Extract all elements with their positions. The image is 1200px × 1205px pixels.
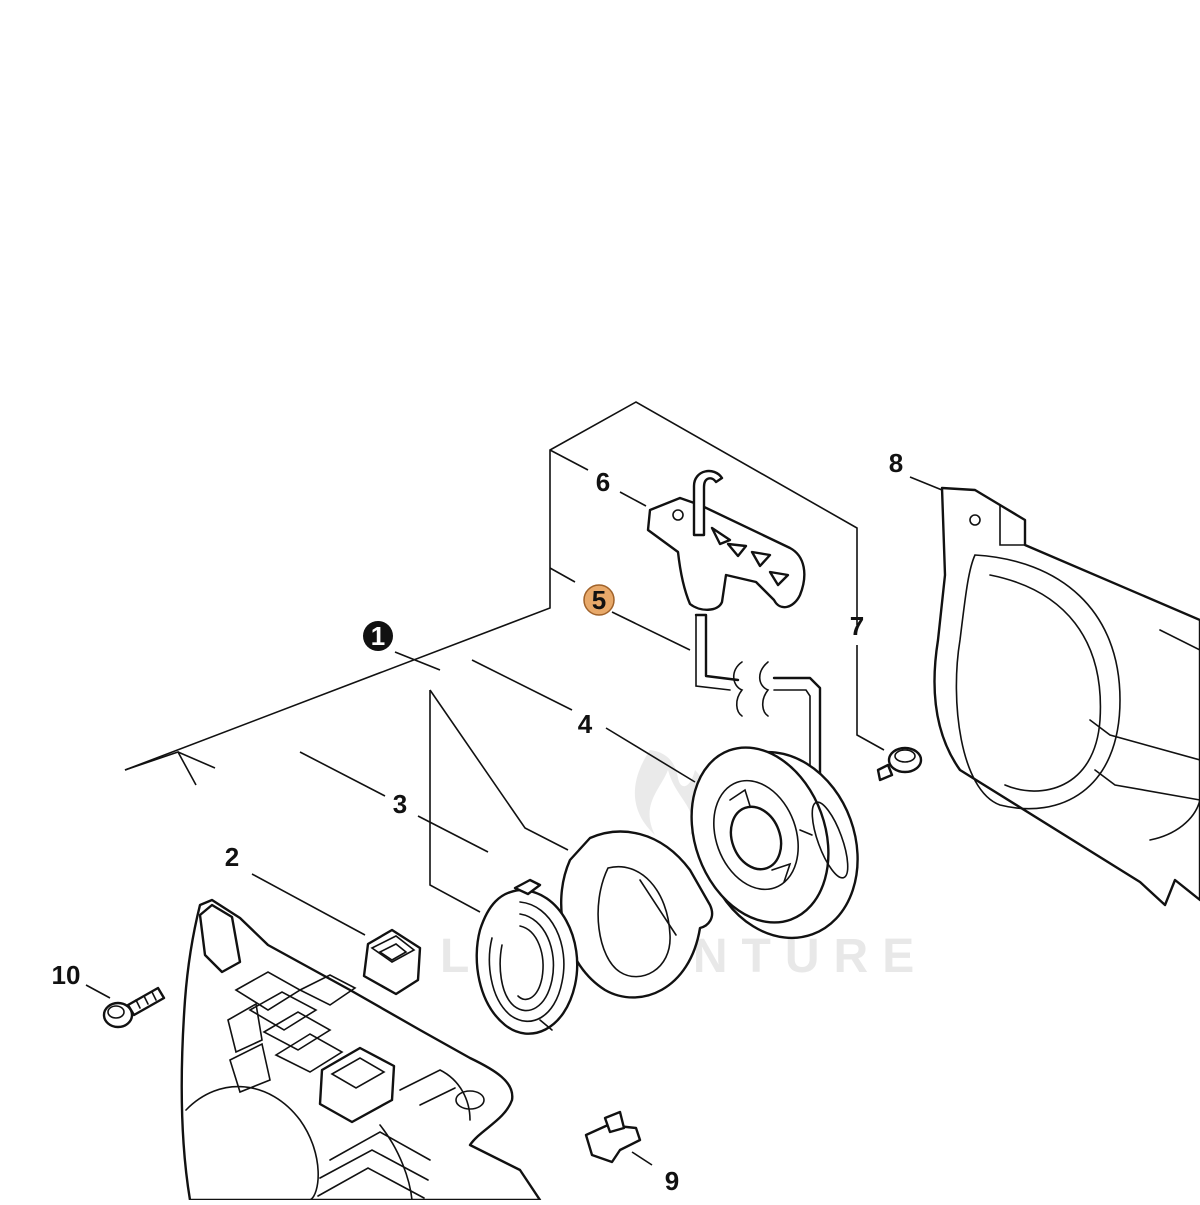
label-4: 4 (578, 709, 593, 739)
part-bushing (362, 928, 422, 996)
label-5: 5 (592, 585, 606, 615)
watermark-flame-icon (634, 750, 708, 835)
part-rewind-spring (475, 878, 579, 1035)
label-6: 6 (596, 467, 610, 497)
label-7: 7 (850, 611, 864, 641)
part-clip-9 (584, 1110, 642, 1164)
label-3: 3 (393, 789, 407, 819)
part-rope-rotor (690, 746, 859, 940)
label-10: 10 (52, 960, 81, 990)
part-starter-cover (180, 898, 542, 1202)
part-fan-housing (933, 486, 1200, 907)
label-1-badge (363, 621, 393, 651)
label-2: 2 (225, 842, 239, 872)
callout-labels: 1 2 3 4 5 6 7 8 9 10 (52, 448, 904, 1196)
label-9: 9 (665, 1166, 679, 1196)
label-5-badge (583, 584, 615, 616)
leader-lines (85, 401, 943, 1166)
label-8: 8 (889, 448, 903, 478)
part-screw-7 (876, 746, 923, 782)
label-1: 1 (371, 621, 385, 651)
part-screw-10 (102, 986, 166, 1029)
